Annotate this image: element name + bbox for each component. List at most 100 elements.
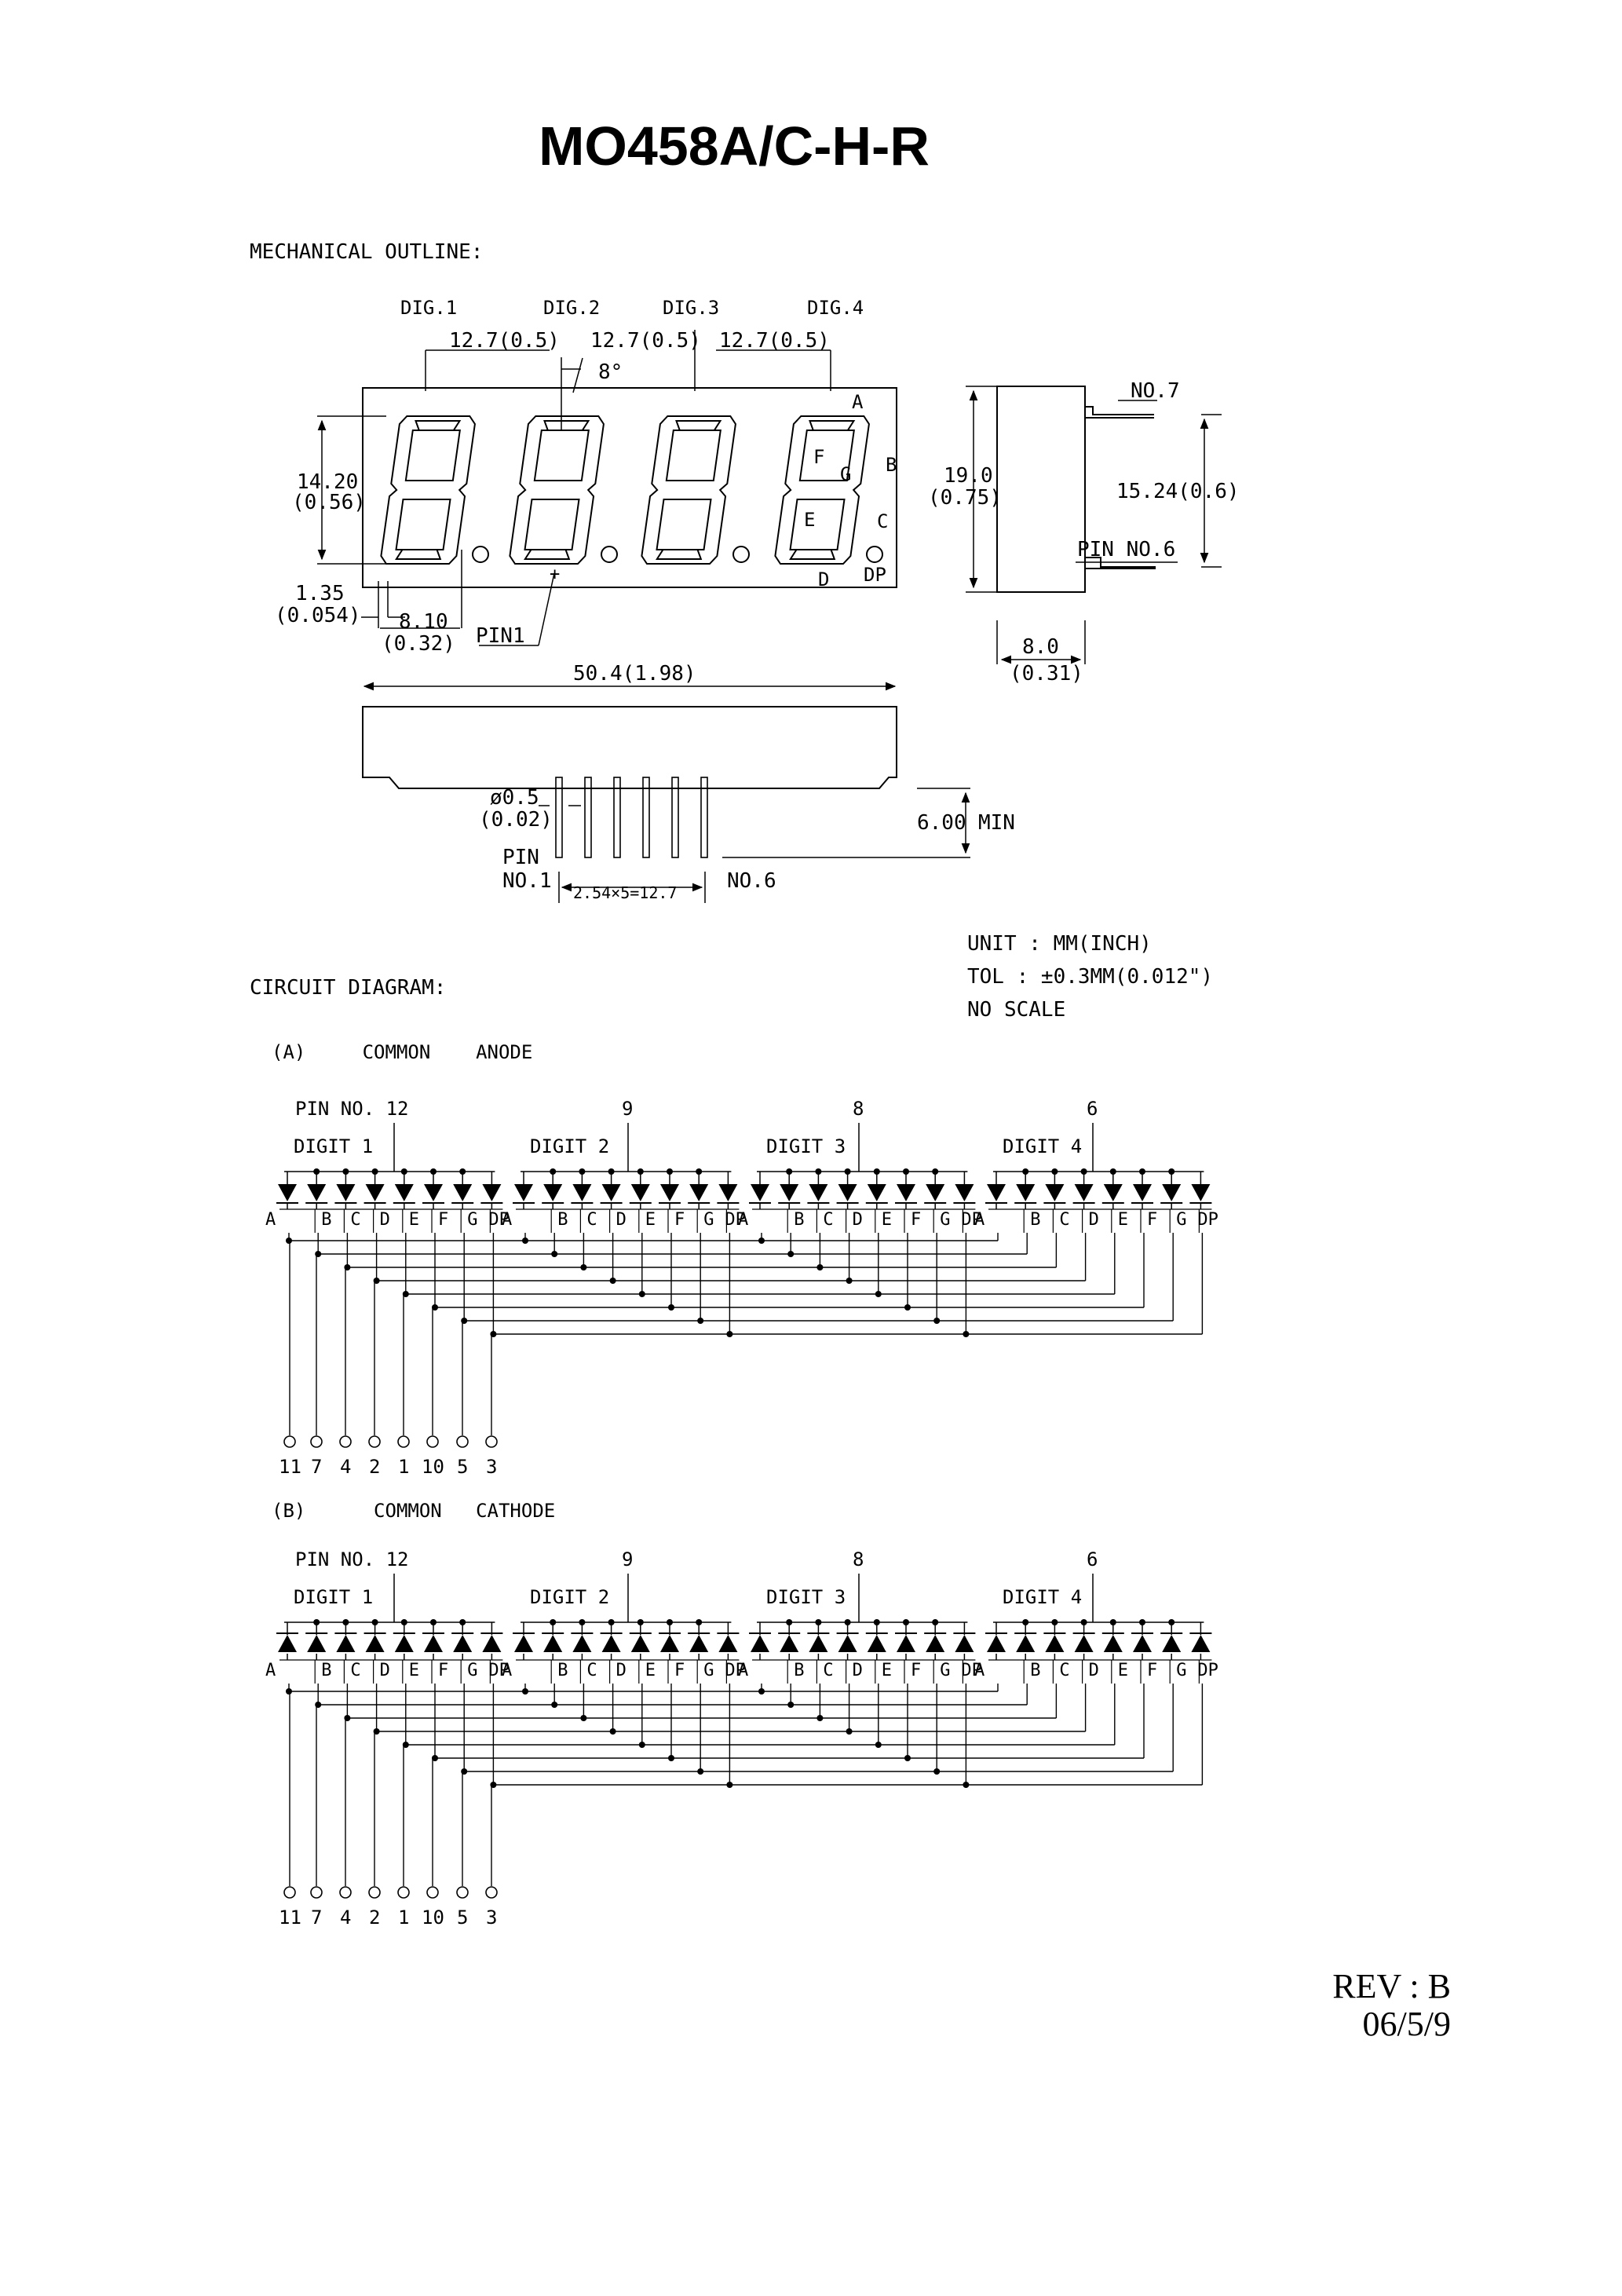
common-pin-label-3: 8 [853, 1098, 864, 1120]
digit-outlines [380, 415, 883, 565]
segment-node-2-E [638, 1742, 645, 1748]
digit-label-1: DIGIT 1 [294, 1586, 373, 1608]
digit-1-dp [472, 546, 489, 563]
segment-label-2-F: F [674, 1661, 685, 1680]
bus-node-4-G [1168, 1168, 1175, 1175]
pin-number-5: 5 [457, 1907, 468, 1929]
bus-node-3-E [873, 1619, 880, 1625]
segment-node-2-G [697, 1768, 704, 1775]
segment-label-3-A: A [738, 1210, 748, 1230]
segment-node-3-G [933, 1318, 941, 1324]
diode-2-C [572, 1184, 592, 1201]
anode-section-label: (A) COMMON ANODE [272, 1041, 532, 1063]
diode-3-F [897, 1184, 915, 1201]
diode-3-D [838, 1184, 857, 1201]
segment-label-4-D: D [1089, 1661, 1099, 1680]
diode-4-A [987, 1184, 1006, 1201]
digit-width-dimension [361, 550, 555, 646]
diode-4-F [1133, 1635, 1152, 1652]
diode-4-E [1103, 1635, 1123, 1652]
segment-node-2-A [522, 1688, 528, 1695]
segment-label-2-B: B [557, 1661, 568, 1680]
diode-1-C [336, 1635, 356, 1652]
segment-node-3-E [875, 1742, 882, 1748]
segment-label-4-G: G [1176, 1210, 1186, 1230]
segment-node-2-E [638, 1291, 645, 1297]
bus-node-1-C [342, 1619, 349, 1625]
diode-4-C [1045, 1635, 1065, 1652]
segment-label-4-DP: DP [1197, 1661, 1218, 1680]
diode-3-E [867, 1635, 886, 1652]
pin-number-11: 11 [279, 1456, 301, 1478]
side-depth-in: (0.31) [1010, 662, 1083, 686]
diode-1-E [394, 1635, 414, 1652]
bus-node-1-D [371, 1168, 378, 1175]
segment-label-4-DP: DP [1197, 1210, 1218, 1230]
diode-3-DP [955, 1184, 974, 1201]
diode-2-E [630, 1635, 650, 1652]
seg-a-label: A [852, 391, 864, 413]
segment-node-3-D [846, 1728, 853, 1735]
segment-label-1-DP: DP [488, 1661, 510, 1680]
dig4-label: DIG.4 [807, 297, 864, 319]
diode-2-B [543, 1635, 563, 1652]
segment-label-3-F: F [911, 1661, 921, 1680]
segment-node-2-F [668, 1304, 674, 1311]
bus-node-3-G [932, 1619, 939, 1625]
segment-label-3-G: G [940, 1210, 950, 1230]
digit-2-upper-window [533, 430, 590, 481]
diode-1-G [453, 1184, 473, 1201]
bus-node-1-B [313, 1168, 320, 1175]
bus-node-4-C [1051, 1619, 1058, 1625]
segment-label-2-D: D [616, 1210, 627, 1230]
pin-diameter-in: (0.02) [479, 808, 553, 832]
pin-label: PIN [502, 846, 539, 869]
cathode-section-label: (B) COMMON CATHODE [272, 1500, 555, 1522]
common-pin-label-3: 8 [853, 1548, 864, 1570]
pin-number-4: 4 [340, 1456, 351, 1478]
segment-label-2-DP: DP [725, 1661, 746, 1680]
segment-node-3-A [758, 1688, 765, 1695]
segment-label-4-F: F [1147, 1661, 1157, 1680]
segment-node-2-DP [726, 1782, 733, 1788]
digit-4-seg-a [809, 420, 856, 431]
digit-2-lower-window [524, 499, 580, 550]
segment-node-3-E [875, 1291, 882, 1297]
diode-3-F [897, 1635, 915, 1652]
pin1-label: PIN1 [476, 624, 525, 648]
diode-4-B [1016, 1184, 1036, 1201]
bus-node-4-E [1109, 1619, 1116, 1625]
bus-node-3-G [932, 1168, 939, 1175]
dig3-label: DIG.3 [663, 297, 719, 319]
segment-label-4-A: A [974, 1210, 985, 1230]
diode-2-B [543, 1184, 563, 1201]
diode-1-D [365, 1184, 385, 1201]
pin-terminal-7 [310, 1435, 323, 1448]
bus-node-1-C [342, 1168, 349, 1175]
pin-length: 6.00 [917, 811, 966, 835]
pin-no6-side-label: PIN NO.6 [1077, 538, 1175, 561]
pin-terminal-5 [456, 1435, 469, 1448]
diode-2-DP [718, 1635, 738, 1652]
segment-label-3-DP: DP [961, 1210, 982, 1230]
pin-number-2: 2 [369, 1907, 380, 1929]
pin-number-1: 1 [398, 1907, 409, 1929]
segment-label-2-C: C [586, 1210, 597, 1230]
pin-terminal-2 [368, 1886, 381, 1899]
digit-3-dp [732, 546, 750, 563]
diode-3-C [809, 1184, 828, 1201]
segment-label-4-C: C [1059, 1210, 1069, 1230]
bus-node-3-F [903, 1168, 909, 1175]
bus-node-1-G [459, 1168, 466, 1175]
bus-node-1-B [313, 1619, 320, 1625]
diode-1-F [424, 1184, 443, 1201]
pin-5 [671, 777, 679, 858]
segment-label-3-C: C [823, 1661, 833, 1680]
pitch-1: 12.7(0.5) [449, 329, 560, 353]
digit-2-seg-a [543, 420, 590, 431]
segment-label-1-B: B [321, 1661, 331, 1680]
pin-terminal-7 [310, 1886, 323, 1899]
bus-node-4-G [1168, 1619, 1175, 1625]
segment-label-2-G: G [703, 1661, 714, 1680]
